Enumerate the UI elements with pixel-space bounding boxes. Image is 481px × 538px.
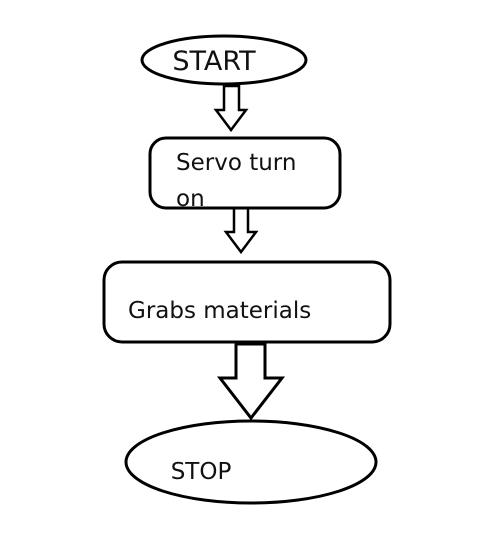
- stop-label: STOP: [171, 459, 232, 485]
- stop-node: STOP: [124, 419, 378, 505]
- start-ellipse: [140, 34, 308, 86]
- grab-node: Grabs materials: [102, 260, 392, 344]
- servo-node: Servo turn on: [148, 136, 342, 212]
- start-node: START: [140, 34, 308, 86]
- stop-ellipse: [124, 419, 378, 505]
- arrow-servo-to-grab: [223, 206, 259, 255]
- servo-label-line-1: Servo turn: [176, 150, 296, 176]
- grab-box: [102, 260, 392, 344]
- arrow-start-to-servo: [213, 84, 249, 133]
- arrow-grab-to-stop: [216, 342, 286, 421]
- servo-box: [148, 136, 342, 210]
- servo-label-line-2: on: [176, 186, 205, 212]
- grab-label: Grabs materials: [128, 298, 311, 324]
- start-label: START: [172, 46, 256, 77]
